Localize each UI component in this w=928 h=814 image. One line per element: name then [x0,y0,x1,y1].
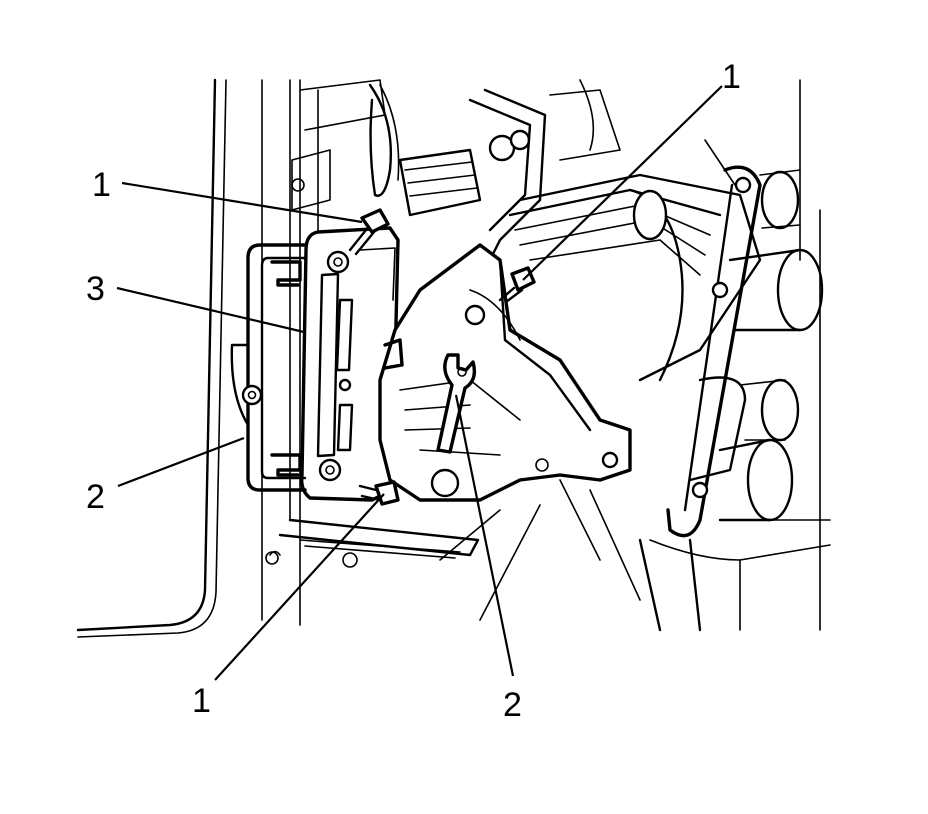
callout-2-lower: 2 [503,686,522,724]
leader-3 [116,286,305,334]
leader-2-lower [454,394,515,677]
door-frame-outline [76,78,386,638]
bolt-lower [358,480,400,506]
leader-1-lower [214,493,385,681]
leader-lines [116,85,723,681]
callout-1-upper-left: 1 [92,166,111,204]
callout-2-left: 2 [86,478,105,516]
callout-1-lower: 1 [192,682,211,720]
callout-3: 3 [86,270,105,308]
retainer-clip [230,243,307,492]
hinge-assembly [508,79,831,632]
callout-labels: 1 1 1 3 2 2 [86,58,741,724]
callout-1-upper-right: 1 [722,58,741,96]
mounting-bracket [299,226,400,502]
latch-body [378,243,632,502]
leader-1-upper-right [522,85,723,281]
lower-frame [278,479,641,621]
adjustment-tool [436,353,477,454]
leader-2-left [117,436,245,488]
bolt-upper-left [348,208,390,256]
leader-1-upper-left [121,181,363,224]
